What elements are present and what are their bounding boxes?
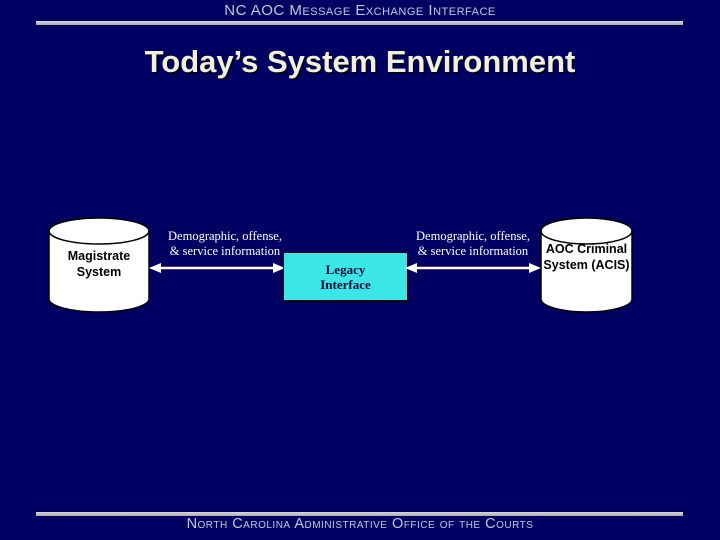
magistrate-system-label: Magistrate System [67,249,131,279]
database-cylinder-icon [540,217,633,313]
slide-header-title: NC AOC Message Exchange Interface [224,2,496,19]
left-flow-label: Demographic, offense, & service informat… [168,229,282,258]
legacy-interface-label: Legacy Interface [320,261,371,292]
double-headed-arrow-icon [149,263,285,273]
header-divider-line [36,21,683,25]
right-flow-label: Demographic, offense, & service informat… [416,229,530,258]
double-headed-arrow-icon [405,263,541,273]
acis-system-label: AOC Criminal System (ACIS) [543,242,630,272]
magistrate-system-node: Magistrate System [48,217,150,313]
acis-system-node: AOC Criminal System (ACIS) [540,217,633,313]
legacy-interface-node: Legacy Interface [283,252,408,301]
footer-divider-line [36,512,683,516]
database-cylinder-icon [48,217,150,313]
page-title: Today’s System Environment [144,44,576,79]
slide-footer-title: North Carolina Administrative Office of … [186,516,534,532]
